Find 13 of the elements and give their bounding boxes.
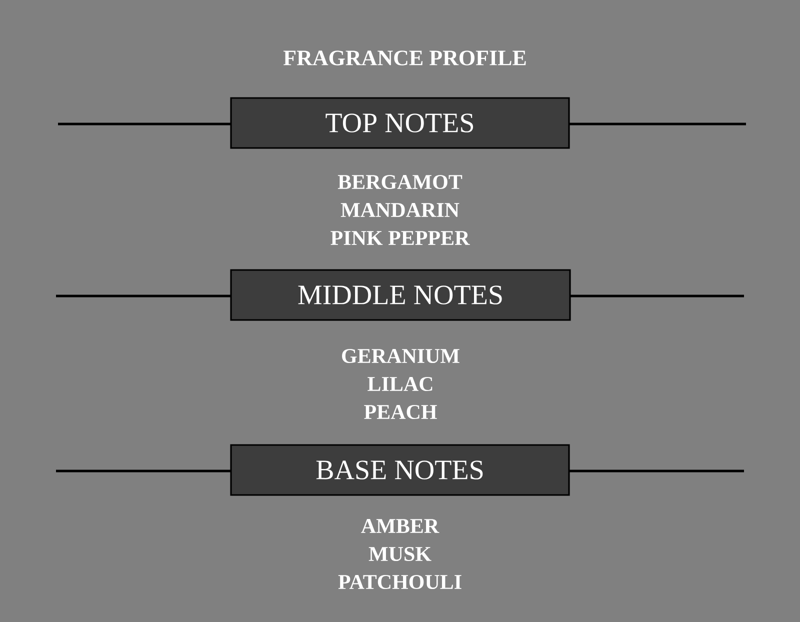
note-item: PEACH	[364, 404, 437, 420]
section-header-box: BASE NOTES	[230, 444, 570, 496]
note-item: LILAC	[368, 376, 432, 392]
title: FRAGRANCE PROFILE	[283, 50, 526, 66]
section-header-box: TOP NOTES	[230, 97, 570, 149]
note-item: MUSK	[368, 546, 432, 562]
note-item: PINK PEPPER	[330, 231, 470, 245]
note-item: AMBER	[361, 519, 440, 533]
note-item: BERGAMOT	[338, 174, 462, 190]
note-item: MANDARIN	[340, 203, 460, 217]
note-item: GERANIUM	[342, 348, 460, 364]
note-item: PATCHOULI	[338, 574, 462, 590]
section-header-box: MIDDLE NOTES	[230, 269, 571, 321]
